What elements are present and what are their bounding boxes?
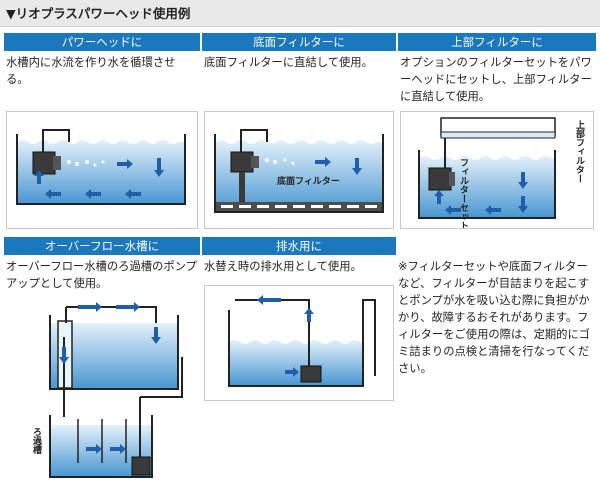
top-filter-illustration: フィルターセット 上部フィルター — [400, 111, 594, 229]
panel-top-filter-description: オプションのフィルターセットをパワーヘッドにセットし、上部フィルターに直結して使… — [400, 56, 592, 103]
panel-powerhead-description: 水槽内に水流を作り水を循環させる。 — [6, 56, 176, 86]
panel-drain-heading: 排水用に — [202, 237, 396, 255]
panel-powerhead: パワーヘッドに 水槽内に水流を作り水を循環させる。 — [4, 33, 200, 233]
undergravel-illustration: 底面フィルター — [204, 111, 394, 229]
undergravel-filter-label: 底面フィルター — [277, 175, 340, 187]
panel-drain: 排水用に 水替え時の排水用として使用。 — [202, 237, 396, 407]
panel-top-filter: 上部フィルターに オプションのフィルターセットをパワーヘッドにセットし、上部フィ… — [398, 33, 596, 233]
panel-overflow-heading: オーバーフロー水槽に — [4, 237, 200, 255]
panel-undergravel-filter: 底面フィルターに 底面フィルターに直結して使用。 底面フィル — [202, 33, 396, 233]
panel-powerhead-heading: パワーヘッドに — [4, 33, 200, 51]
overflow-illustration: ろ過槽 — [6, 297, 198, 490]
panel-overflow-tank: オーバーフロー水槽に オーバーフロー水槽のろ過槽のポンプアップとして使用。 — [4, 237, 200, 492]
drain-illustration — [204, 285, 394, 401]
powerhead-illustration — [6, 111, 198, 229]
panel-drain-description: 水替え時の排水用として使用。 — [204, 260, 362, 273]
page-title: ▼リオプラスパワーヘッド使用例 — [0, 0, 600, 27]
filter-set-label: フィルターセット — [458, 158, 469, 228]
caution-note: ※フィルターセットや底面フィルターなど、フィルターが目詰まりを起こすとポンプが水… — [398, 260, 591, 375]
panel-undergravel-description: 底面フィルターに直結して使用。 — [204, 56, 373, 69]
top-filter-vertical-label: 上部フィルター — [574, 119, 585, 183]
panel-top-filter-heading: 上部フィルターに — [398, 33, 596, 51]
sump-label: ろ過槽 — [31, 427, 43, 455]
panel-overflow-description: オーバーフロー水槽のろ過槽のポンプアップとして使用。 — [6, 260, 197, 290]
panel-undergravel-heading: 底面フィルターに — [202, 33, 396, 51]
